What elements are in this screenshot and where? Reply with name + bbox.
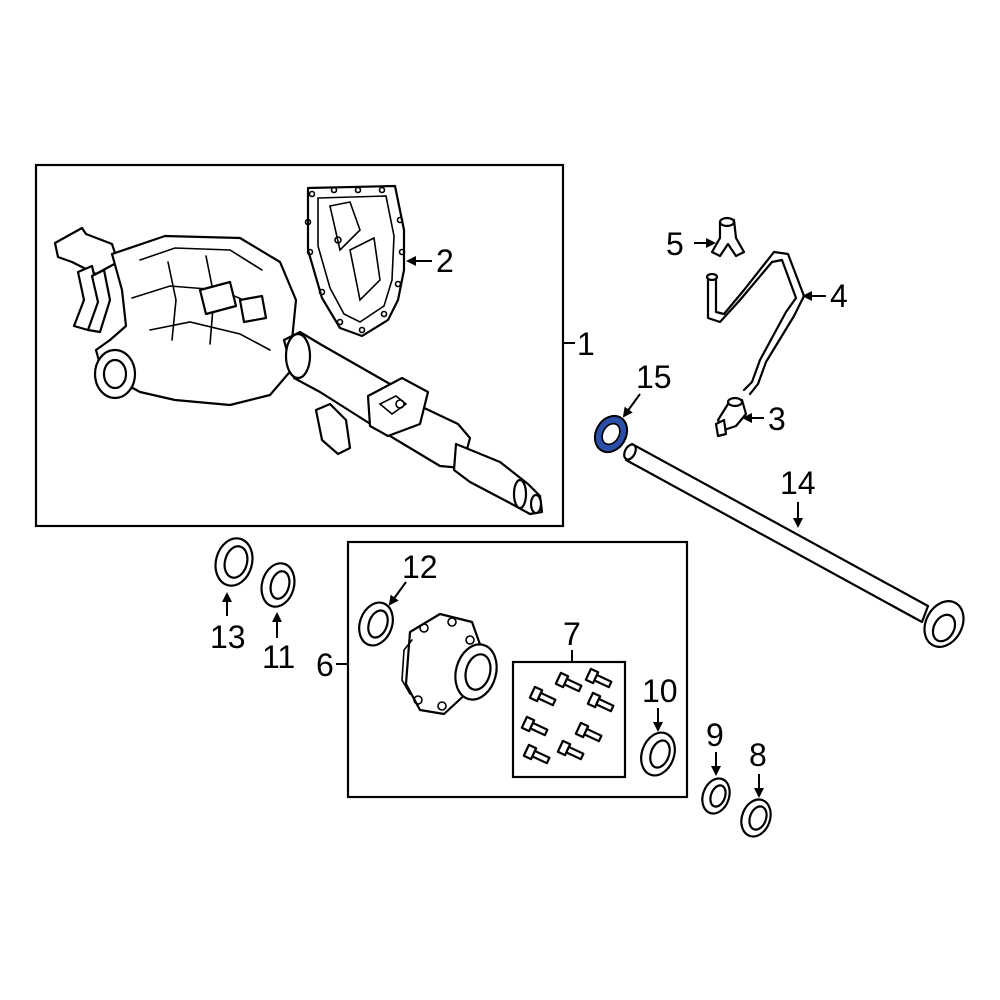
seal-10[interactable] [635, 728, 680, 780]
callout-15[interactable]: 15 [636, 359, 672, 395]
callout-7[interactable]: 7 [563, 616, 581, 652]
vent-connector[interactable] [714, 396, 748, 438]
callout-10[interactable]: 10 [642, 673, 678, 709]
callout-12[interactable]: 12 [402, 549, 438, 585]
seal-8[interactable] [736, 795, 775, 840]
axle-housing[interactable] [53, 226, 544, 516]
axle-shaft[interactable] [622, 442, 971, 654]
callout-13[interactable]: 13 [210, 619, 246, 655]
wheel-studs-box [511, 660, 627, 779]
seal-11[interactable] [257, 560, 299, 611]
bearing-12[interactable] [353, 598, 398, 650]
callout-11[interactable]: 11 [262, 639, 295, 675]
vent-fitting[interactable] [710, 216, 746, 258]
hub-assembly-box [346, 540, 689, 799]
axle-housing-box [34, 163, 565, 528]
wheel-studs[interactable] [520, 667, 615, 766]
differential-cover[interactable] [304, 184, 406, 338]
axle-shaft-seal-highlighted[interactable] [589, 410, 634, 458]
callout-3[interactable]: 3 [768, 401, 786, 437]
callout-6[interactable]: 6 [316, 647, 334, 683]
bearing-race-13[interactable] [210, 534, 257, 590]
callout-9[interactable]: 9 [706, 717, 724, 753]
callout-8[interactable]: 8 [749, 737, 767, 773]
callout-14[interactable]: 14 [780, 465, 816, 501]
callout-2[interactable]: 2 [436, 243, 454, 279]
callout-4[interactable]: 4 [830, 278, 848, 314]
wheel-hub[interactable] [401, 612, 503, 716]
callout-1[interactable]: 1 [577, 326, 595, 362]
bearing-9[interactable] [698, 775, 735, 818]
callout-5[interactable]: 5 [666, 226, 684, 262]
vent-tube[interactable] [705, 250, 806, 396]
